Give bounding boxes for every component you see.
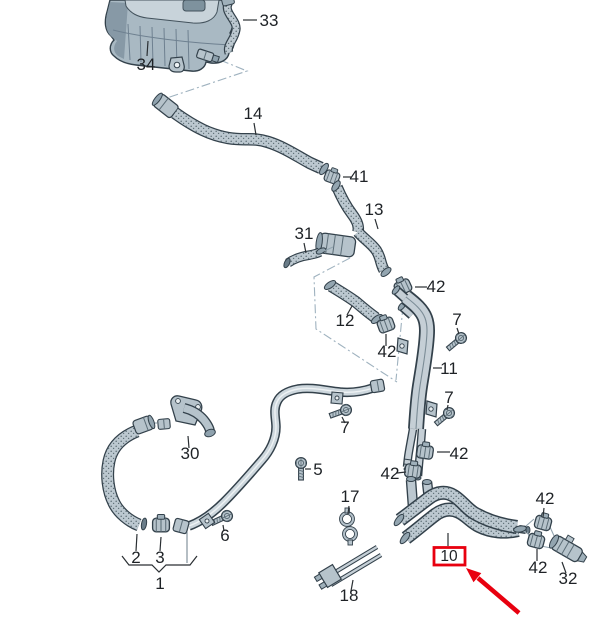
callout-3[interactable]: 3 bbox=[155, 548, 164, 567]
callout-13[interactable]: 13 bbox=[365, 200, 384, 219]
part-pipe-assembly-1 bbox=[172, 378, 386, 563]
callout-41[interactable]: 41 bbox=[350, 167, 369, 186]
part-hose-13 bbox=[315, 180, 392, 277]
callout-42a[interactable]: 42 bbox=[427, 277, 446, 296]
selection-annotation: 10 bbox=[432, 546, 521, 615]
callout-12[interactable]: 12 bbox=[336, 311, 355, 330]
callout-34[interactable]: 34 bbox=[137, 55, 156, 74]
callout-10[interactable]: 10 bbox=[440, 548, 458, 565]
callout-31[interactable]: 31 bbox=[295, 224, 314, 243]
part-clamp-3 bbox=[151, 513, 171, 533]
callout-6[interactable]: 6 bbox=[220, 526, 229, 545]
part-hose-12 bbox=[323, 280, 384, 324]
callout-42b[interactable]: 42 bbox=[378, 342, 397, 361]
callout-11[interactable]: 11 bbox=[440, 359, 458, 378]
part-flange-30 bbox=[153, 395, 216, 438]
part-spring-clip-17 bbox=[339, 507, 358, 546]
part-pipe-11 bbox=[391, 285, 438, 481]
highlight-arrow-head bbox=[466, 568, 482, 583]
callout-33[interactable]: 33 bbox=[260, 11, 279, 30]
callout-30[interactable]: 30 bbox=[181, 444, 200, 463]
highlight-arrow-shaft bbox=[476, 576, 521, 615]
part-hose-33 bbox=[221, 0, 241, 55]
part-connector-32 bbox=[548, 534, 588, 563]
callout-1[interactable]: 1 bbox=[155, 574, 164, 593]
callout-32[interactable]: 32 bbox=[559, 569, 578, 588]
callout-18[interactable]: 18 bbox=[340, 586, 359, 605]
callout-14[interactable]: 14 bbox=[244, 104, 263, 123]
highlight-box bbox=[432, 546, 467, 567]
callout-42e[interactable]: 42 bbox=[536, 489, 555, 508]
callout-42f[interactable]: 42 bbox=[529, 558, 548, 577]
callout-17[interactable]: 17 bbox=[341, 487, 360, 506]
part-bolt-7a bbox=[443, 329, 470, 354]
tank-outlet-nipple bbox=[196, 48, 220, 64]
leader-lines bbox=[121, 19, 567, 592]
callout-42d[interactable]: 42 bbox=[381, 464, 400, 483]
part-expansion-tank bbox=[104, 0, 235, 73]
part-strips-18 bbox=[313, 545, 383, 590]
callout-7c[interactable]: 7 bbox=[340, 418, 349, 437]
part-hose-14 bbox=[151, 92, 329, 176]
part-hose-31 bbox=[283, 246, 334, 269]
callout-42c[interactable]: 42 bbox=[450, 444, 469, 463]
callout-7b[interactable]: 7 bbox=[444, 388, 453, 407]
callout-2[interactable]: 2 bbox=[131, 548, 140, 567]
callout-5[interactable]: 5 bbox=[313, 460, 322, 479]
part-twin-hose-10 bbox=[393, 476, 531, 545]
part-bolt-5 bbox=[294, 456, 308, 481]
construction-lines bbox=[163, 59, 404, 383]
part-hose-2 bbox=[101, 414, 156, 532]
callout-7a[interactable]: 7 bbox=[452, 310, 461, 329]
